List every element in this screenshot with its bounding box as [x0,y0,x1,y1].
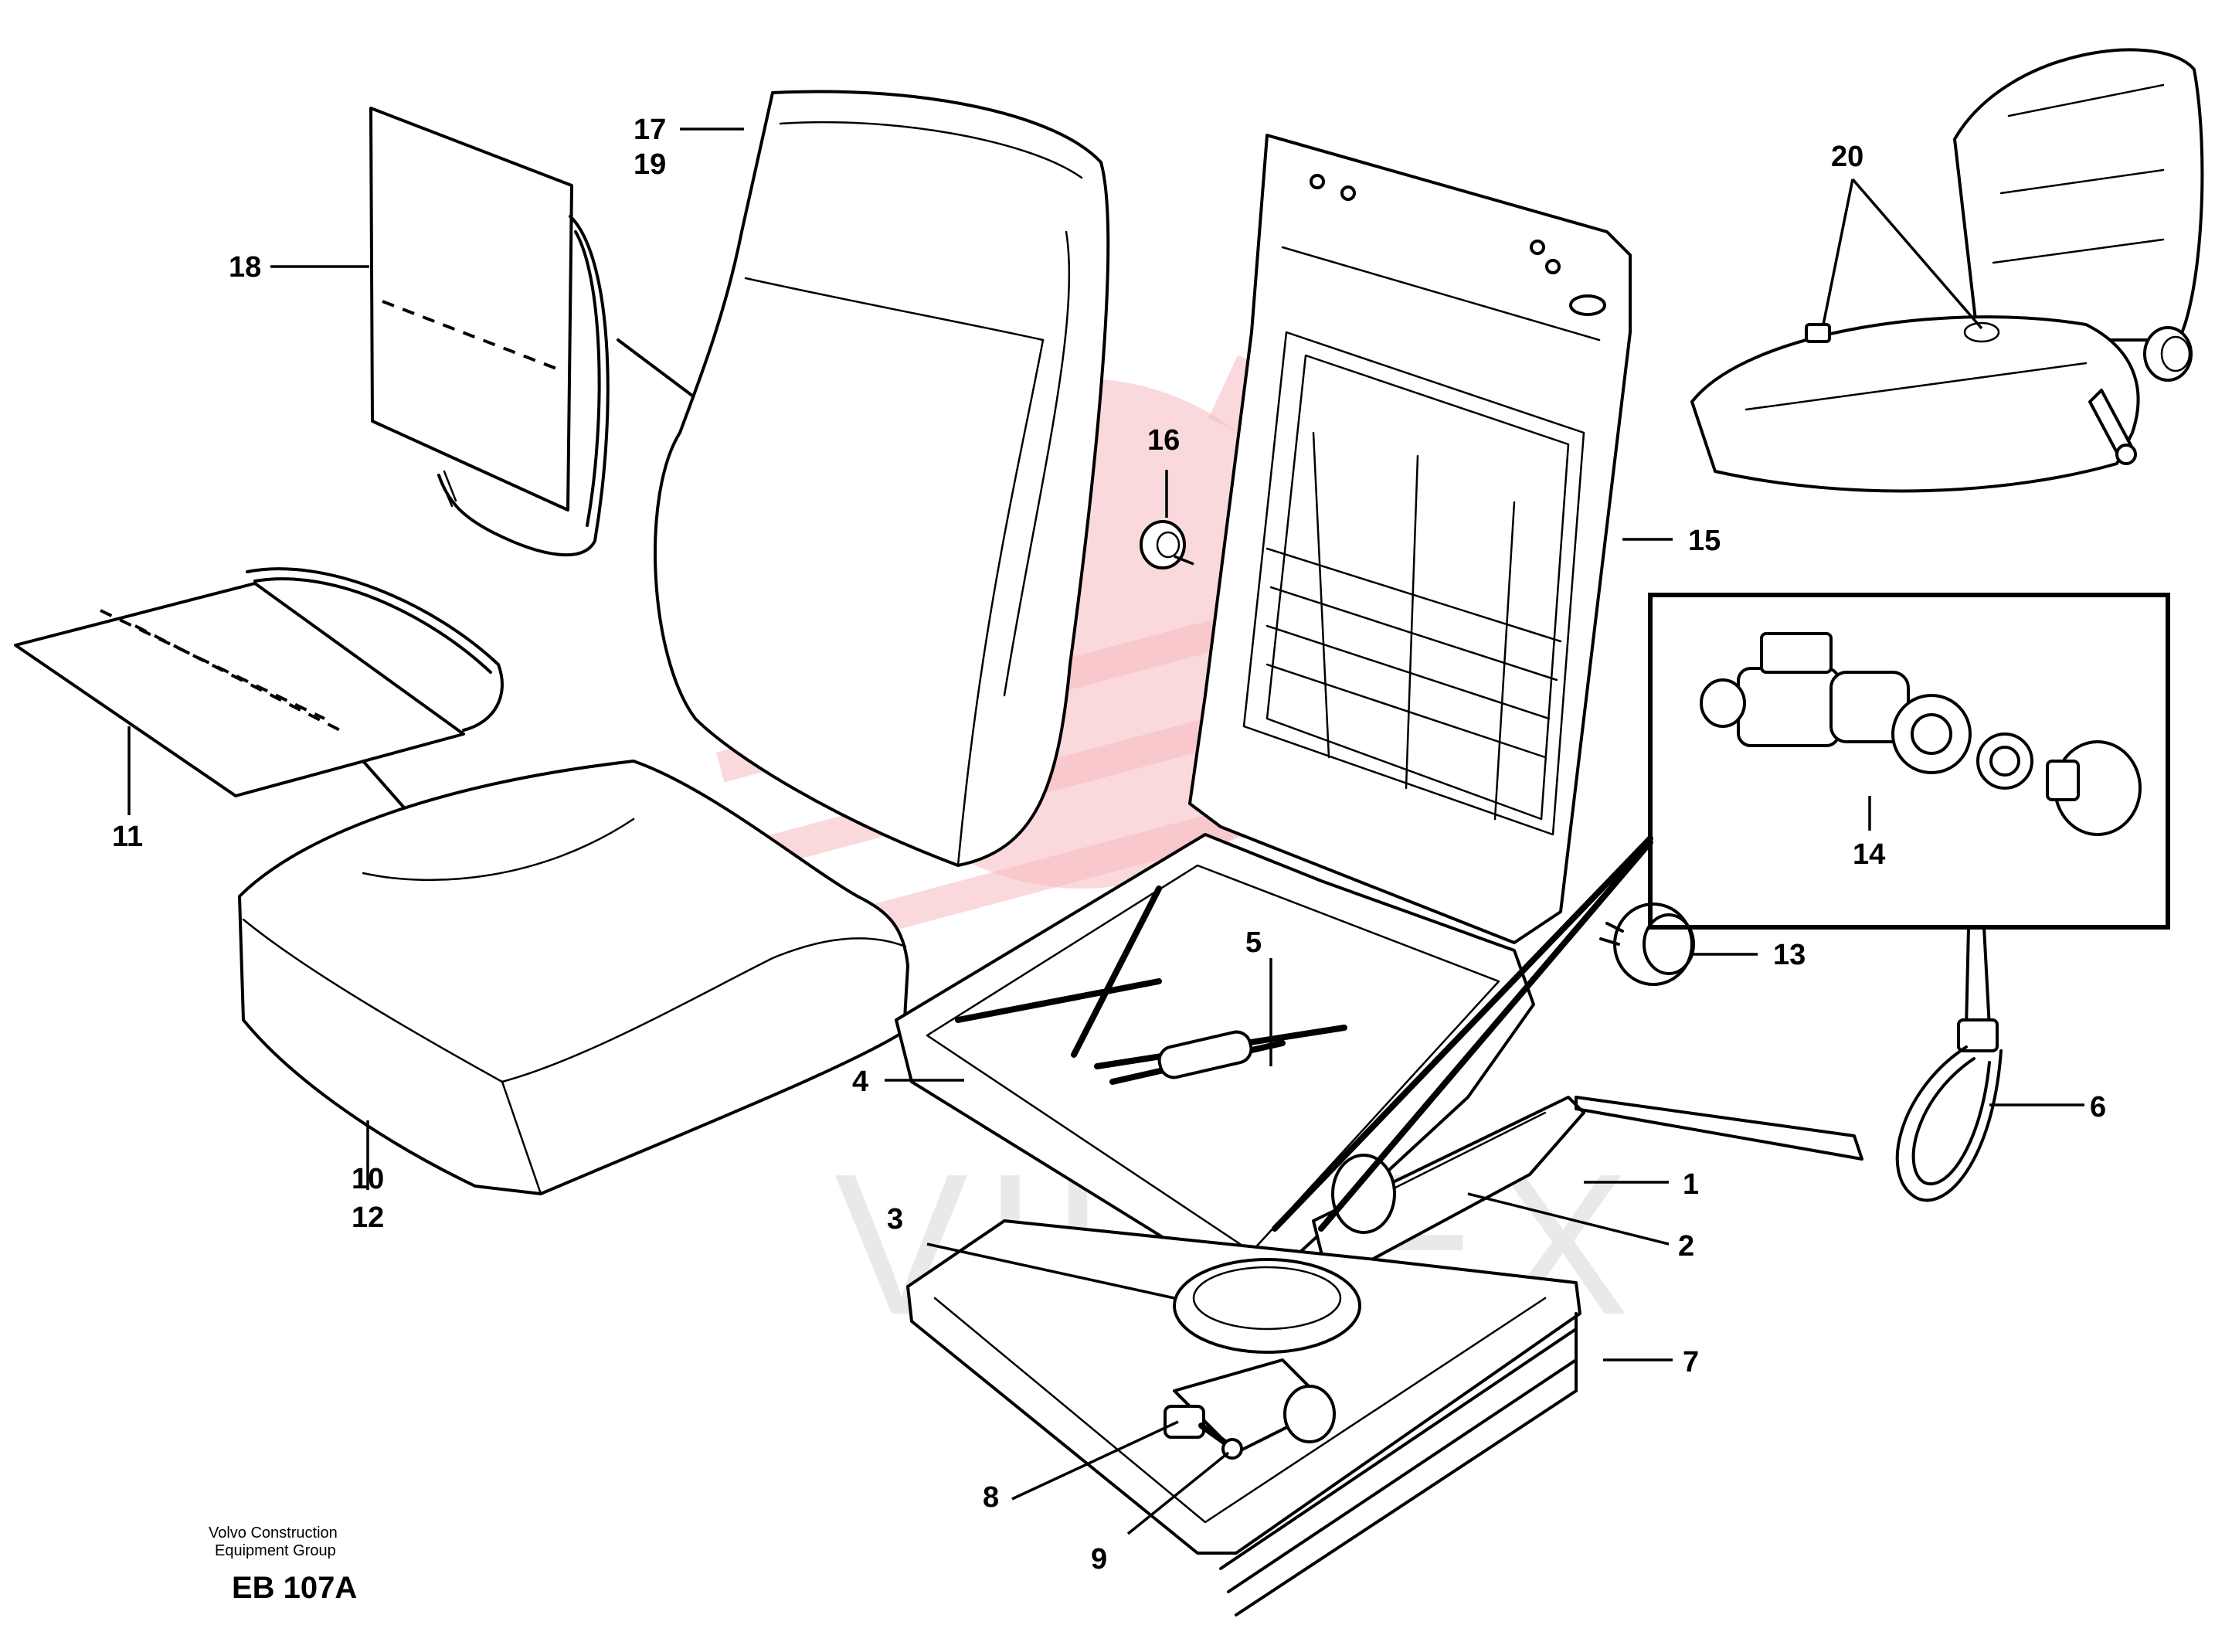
backrest-frame-spring-grid [1265,431,1562,821]
callout-10: 10 [352,1163,384,1195]
callout-6: 6 [2090,1091,2106,1123]
part-18-backrest-heater-pad [369,107,851,557]
part-5-gas-spring [1109,1030,1286,1085]
lumbar-adjuster-assembly [1700,632,2142,836]
part-6-cable-tie [1895,926,2003,1202]
part-17-19-backrest-cushion [653,90,1110,867]
callout-13: 13 [1773,939,1806,971]
footer-block: Volvo Construction Equipment Group EB 10… [209,1525,357,1605]
callout-17: 17 [634,114,666,146]
part-8-9-air-valve [1164,1358,1336,1460]
part-13-adjustment-knob [1599,902,1695,986]
callout-16: 16 [1147,424,1180,457]
callout-leader-lines [127,127,2084,1535]
callout-11: 11 [112,821,143,853]
part-1-2-slide-rail [1312,1096,1863,1284]
callout-5: 5 [1245,926,1262,959]
callout-8: 8 [983,1481,999,1514]
callout-2: 2 [1678,1230,1694,1263]
callout-1: 1 [1683,1168,1699,1201]
callout-18: 18 [229,251,261,284]
callout-14: 14 [1853,838,1885,871]
part-10-12-seat-cushion [238,760,909,1195]
callout-15: 15 [1688,525,1721,557]
footer-company-line2: Equipment Group [215,1542,336,1559]
callout-3: 3 [887,1203,903,1236]
part-16-small-knob [1140,520,1194,569]
callout-12: 12 [352,1202,384,1234]
callout-19: 19 [634,148,666,181]
callout-4: 4 [852,1066,868,1098]
detail-box-part-14 [1272,593,2170,1232]
part-20-complete-seat [1690,48,2204,493]
part-15-backrest-frame [1188,134,1632,944]
callout-7: 7 [1683,1346,1699,1378]
callout-20: 20 [1831,141,1863,173]
footer-company-line1: Volvo Construction [209,1525,338,1542]
footer-drawing-code: EB 107A [232,1571,357,1605]
callout-9: 9 [1091,1543,1107,1576]
callout-labels: 1 2 3 4 5 6 7 8 9 10 12 11 13 14 15 16 1… [112,114,2106,1576]
